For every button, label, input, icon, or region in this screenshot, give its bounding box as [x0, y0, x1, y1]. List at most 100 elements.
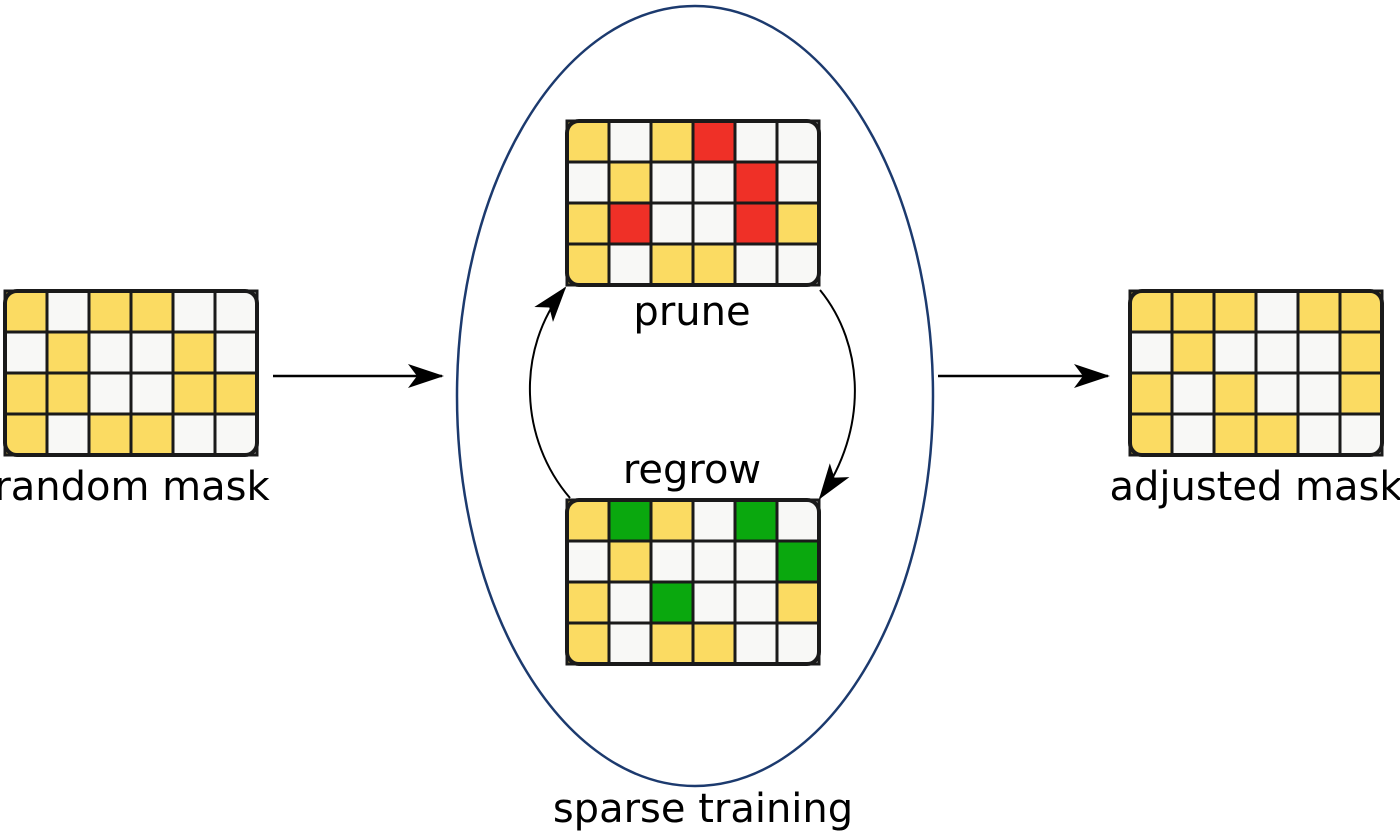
prune-cell-empty	[649, 201, 695, 246]
adjusted-mask-cell-kept	[1170, 289, 1216, 334]
adjusted-mask-cell-empty	[1128, 330, 1174, 375]
regrow-cell-kept	[649, 621, 695, 666]
prune-cell-empty	[775, 119, 821, 164]
regrow-cell-regrown	[607, 498, 653, 543]
random-mask-cell-kept	[129, 412, 175, 457]
random-mask-cell-kept	[3, 371, 49, 416]
random-mask-grid	[3, 289, 259, 457]
regrow-frame	[565, 498, 821, 666]
random-mask-cell-kept	[87, 289, 133, 334]
regrow-cell-kept	[607, 539, 653, 584]
random-mask-cell-kept	[45, 330, 91, 375]
random-mask-cell-kept	[129, 289, 175, 334]
prune-cell-pruned	[733, 201, 779, 246]
prune-cell-kept	[691, 242, 737, 287]
random-mask-cell-kept	[45, 371, 91, 416]
random-mask-cell-kept	[3, 412, 49, 457]
regrow-cell-regrown	[775, 539, 821, 584]
prune-cell-pruned	[733, 160, 779, 205]
regrow-cell-kept	[565, 580, 611, 625]
random-mask-cell-empty	[129, 330, 175, 375]
adjusted-mask-cell-kept	[1296, 289, 1342, 334]
random-mask-cell-empty	[171, 412, 217, 457]
adjusted-mask-cell-empty	[1254, 330, 1300, 375]
regrow-cell-kept	[775, 580, 821, 625]
adjusted-mask-cell-empty	[1254, 289, 1300, 334]
regrow-cell-kept	[565, 621, 611, 666]
prune-cell-empty	[649, 160, 695, 205]
sparse-training-ellipse	[455, 4, 935, 788]
prune-cell-empty	[733, 119, 779, 164]
prune-cell-kept	[775, 201, 821, 246]
arrow-prune-to-regrow	[818, 289, 856, 500]
random-mask-cell-kept	[171, 330, 217, 375]
adjusted-mask-cell-kept	[1212, 371, 1258, 416]
random-mask-cell-kept	[213, 371, 259, 416]
adjusted-mask-cell-kept	[1338, 371, 1384, 416]
random-mask-cell-empty	[213, 412, 259, 457]
prune-grid	[565, 119, 821, 287]
prune-cell-empty	[775, 242, 821, 287]
regrow-cell-empty	[565, 539, 611, 584]
prune-cell-empty	[691, 160, 737, 205]
prune-cell-empty	[775, 160, 821, 205]
adjusted-mask-cell-empty	[1170, 371, 1216, 416]
regrow-cell-empty	[733, 621, 779, 666]
random-mask-frame	[3, 289, 259, 457]
adjusted-mask-cell-kept	[1128, 371, 1174, 416]
regrow-cell-empty	[607, 621, 653, 666]
adjusted-mask-cell-empty	[1338, 412, 1384, 457]
random-mask-cell-kept	[3, 289, 49, 334]
random-mask-cell-empty	[171, 289, 217, 334]
adjusted-mask-cell-empty	[1296, 330, 1342, 375]
prune-cell-empty	[607, 119, 653, 164]
regrow-cell-kept	[565, 498, 611, 543]
adjusted-mask-cell-kept	[1128, 412, 1174, 457]
prune-cell-empty	[565, 160, 611, 205]
random-mask-cell-kept	[87, 412, 133, 457]
prune-cell-kept	[649, 242, 695, 287]
regrow-cell-empty	[733, 539, 779, 584]
sparse-training-label: sparse training	[553, 786, 853, 832]
regrow-cell-empty	[691, 539, 737, 584]
regrow-grid	[565, 498, 821, 666]
regrow-cell-empty	[607, 580, 653, 625]
prune-cell-pruned	[607, 201, 653, 246]
regrow-cell-kept	[649, 498, 695, 543]
regrow-label: regrow	[623, 447, 761, 493]
adjusted-mask-cell-kept	[1338, 289, 1384, 334]
prune-cell-kept	[565, 119, 611, 164]
random-mask-cell-empty	[129, 371, 175, 416]
prune-cell-pruned	[691, 119, 737, 164]
adjusted-mask-cell-kept	[1128, 289, 1174, 334]
prune-frame	[565, 119, 821, 287]
adjusted-mask-grid	[1128, 289, 1384, 457]
random-mask-cell-empty	[45, 289, 91, 334]
adjusted-mask-cell-kept	[1212, 412, 1258, 457]
random-mask-cell-empty	[87, 371, 133, 416]
adjusted-mask-frame	[1128, 289, 1384, 457]
adjusted-mask-cell-empty	[1212, 330, 1258, 375]
regrow-cell-kept	[691, 621, 737, 666]
regrow-cell-empty	[649, 539, 695, 584]
regrow-cell-regrown	[733, 498, 779, 543]
regrow-cell-empty	[775, 498, 821, 543]
random-mask-cell-empty	[45, 412, 91, 457]
prune-cell-kept	[565, 242, 611, 287]
random-mask-cell-empty	[87, 330, 133, 375]
random-mask-cell-kept	[171, 371, 217, 416]
adjusted-mask-cell-empty	[1296, 371, 1342, 416]
prune-cell-empty	[607, 242, 653, 287]
regrow-cell-empty	[691, 580, 737, 625]
regrow-cell-regrown	[649, 580, 695, 625]
prune-cell-empty	[733, 242, 779, 287]
regrow-cell-empty	[733, 580, 779, 625]
adjusted-mask-cell-kept	[1254, 412, 1300, 457]
adjusted-mask-cell-empty	[1170, 412, 1216, 457]
prune-cell-kept	[565, 201, 611, 246]
random-mask-label: random mask	[0, 464, 270, 510]
prune-cell-empty	[691, 201, 737, 246]
adjusted-mask-cell-empty	[1254, 371, 1300, 416]
adjusted-mask-cell-kept	[1338, 330, 1384, 375]
